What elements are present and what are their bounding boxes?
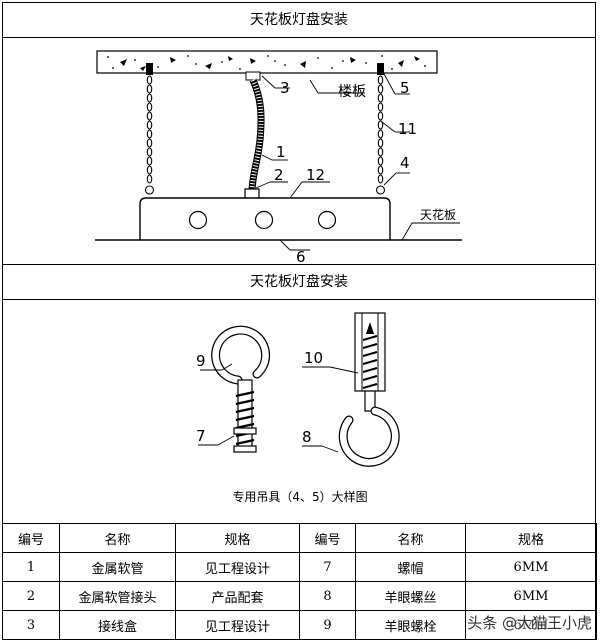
floor-slab bbox=[96, 50, 438, 74]
eye-screw-eye bbox=[339, 407, 399, 466]
section-title-top: 天花板灯盘安装 bbox=[2, 2, 596, 38]
chain-left bbox=[144, 75, 155, 195]
table-cell: 6MM bbox=[465, 552, 597, 582]
nut-upper bbox=[233, 427, 257, 435]
table-row: 3 接线盒 见工程设计 9 羊眼螺栓 6MM bbox=[2, 610, 597, 640]
callout-3: 3 bbox=[280, 79, 290, 97]
callout-5: 5 bbox=[400, 79, 410, 97]
table-header-row: 编号 名称 规格 编号 名称 规格 bbox=[2, 523, 597, 553]
header-no: 编号 bbox=[2, 523, 60, 553]
parts-table: 编号 名称 规格 编号 名称 规格 1 金属软管 见工程设计 7 螺帽 6MM … bbox=[2, 523, 597, 640]
nut-lower bbox=[233, 445, 257, 453]
floor-slab-label: 楼板 bbox=[338, 84, 366, 100]
callout-8: 8 bbox=[302, 428, 312, 446]
leaders bbox=[255, 71, 460, 251]
table-cell: 见工程设计 bbox=[175, 610, 300, 640]
divider bbox=[2, 264, 596, 265]
table-cell: 2 bbox=[2, 581, 60, 611]
table-cell: 9 bbox=[299, 610, 356, 640]
callout-10: 10 bbox=[304, 349, 323, 367]
section-title-middle: 天花板灯盘安装 bbox=[2, 264, 596, 300]
eye-bolt-shank bbox=[237, 379, 253, 451]
panel-hole-3 bbox=[317, 210, 337, 230]
flexible-conduit bbox=[249, 78, 264, 191]
anchor-thread bbox=[362, 335, 378, 389]
header-spec-2: 规格 bbox=[465, 523, 597, 553]
table-cell: 产品配套 bbox=[175, 581, 300, 611]
table-cell: 羊眼螺丝 bbox=[355, 581, 466, 611]
eye-bolt-eye bbox=[212, 326, 269, 384]
chain-right bbox=[375, 75, 386, 195]
panel-hole-2 bbox=[254, 210, 274, 230]
table-cell: 1 bbox=[2, 552, 60, 582]
table-cell: 8 bbox=[299, 581, 356, 611]
eye-screw-shank bbox=[364, 390, 376, 412]
callout-2: 2 bbox=[274, 166, 284, 184]
header-name-2: 名称 bbox=[355, 523, 466, 553]
callout-1: 1 bbox=[276, 143, 286, 161]
table-cell: 金属软管 bbox=[59, 552, 176, 582]
watermark: 头条 @大猫王小虎 bbox=[467, 614, 592, 632]
table-cell: 金属软管接头 bbox=[59, 581, 176, 611]
table-row: 2 金属软管接头 产品配套 8 羊眼螺丝 6MM bbox=[2, 581, 597, 611]
installation-diagram: 3 楼板 5 11 4 1 2 12 天花板 6 bbox=[95, 50, 462, 265]
callout-4: 4 bbox=[400, 154, 410, 172]
header-no-2: 编号 bbox=[299, 523, 356, 553]
table-cell: 见工程设计 bbox=[175, 552, 300, 582]
callout-11: 11 bbox=[398, 120, 417, 138]
hook-right-anchor bbox=[377, 63, 384, 75]
table-cell: 螺帽 bbox=[355, 552, 466, 582]
table-cell: 6MM bbox=[465, 581, 597, 611]
callout-12: 12 bbox=[306, 166, 325, 184]
detail-leaders bbox=[198, 363, 359, 453]
header-name: 名称 bbox=[59, 523, 176, 553]
table-cell: 3 bbox=[2, 610, 60, 640]
anchor-tip bbox=[366, 322, 374, 334]
callout-7: 7 bbox=[196, 427, 206, 445]
hook-left-anchor bbox=[146, 63, 153, 75]
table-cell: 6MM bbox=[465, 610, 597, 640]
detail-caption: 专用吊具（4、5）大样图 bbox=[232, 490, 368, 504]
callout-6: 6 bbox=[296, 248, 306, 265]
table-row: 1 金属软管 见工程设计 7 螺帽 6MM bbox=[2, 552, 597, 582]
header-spec: 规格 bbox=[175, 523, 300, 553]
slab-hatching bbox=[120, 56, 420, 71]
callout-9: 9 bbox=[196, 352, 206, 370]
table-cell: 羊眼螺栓 bbox=[355, 610, 466, 640]
panel-hole-1 bbox=[188, 210, 208, 230]
ceiling-label: 天花板 bbox=[420, 207, 456, 222]
slab-dots bbox=[107, 55, 426, 70]
table-cell: 接线盒 bbox=[59, 610, 176, 640]
table-cell: 7 bbox=[299, 552, 356, 582]
